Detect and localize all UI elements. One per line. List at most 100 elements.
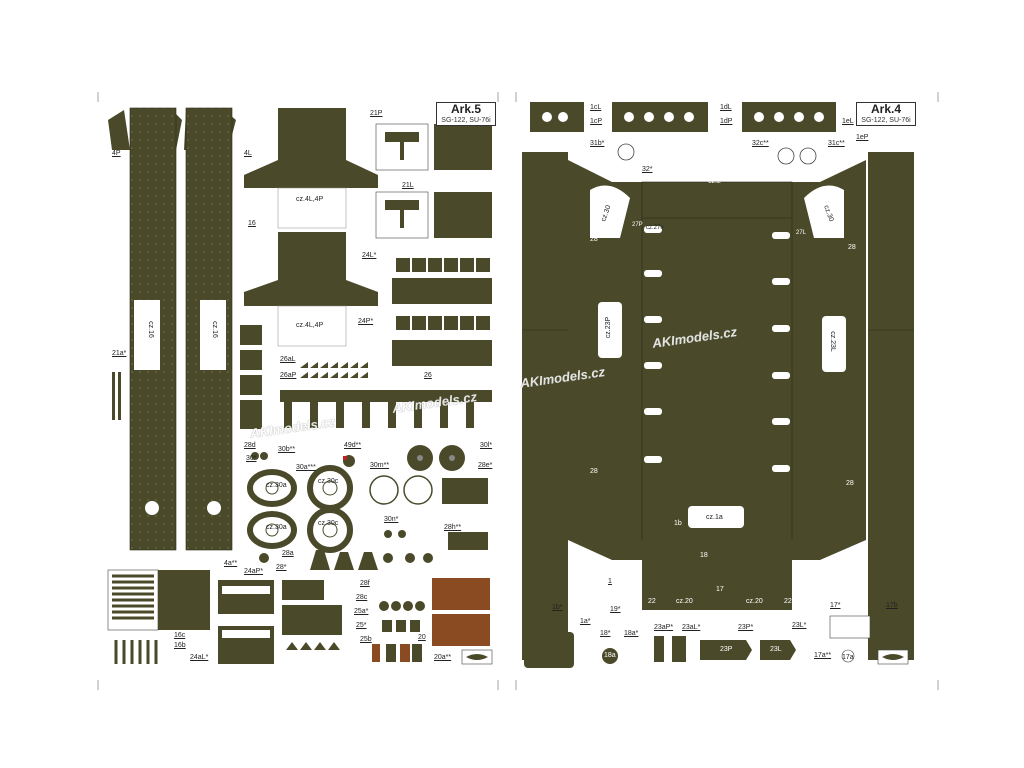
label-19: 19*	[610, 606, 621, 613]
label-25a: 25a*	[354, 608, 369, 615]
label-28c: 28c	[356, 594, 368, 601]
label-28L2: 28	[590, 468, 598, 475]
label-28f: 28f	[360, 580, 370, 587]
sheet-title-left-sub: SG-122, SU-76i	[441, 117, 491, 124]
wheels-group	[247, 445, 488, 553]
label-30a: 30a***	[296, 464, 316, 471]
label-23aL: 23aL*	[682, 624, 701, 631]
label-cz20b: cz.20	[746, 598, 763, 605]
label-26aP: 26aP	[280, 372, 297, 379]
label-cz2: cz.2	[708, 178, 721, 185]
label-cz23L: cz.23L	[828, 331, 836, 352]
left-sheet	[97, 92, 499, 690]
label-30n: 30n*	[384, 516, 399, 523]
label-32c: 32c**	[752, 140, 769, 147]
label-32: 32*	[642, 166, 653, 173]
label-31c: 31c**	[828, 140, 845, 147]
small-squares	[240, 325, 262, 429]
label-1dL: 1dL	[720, 104, 732, 111]
label-1b: 1b	[674, 520, 682, 527]
label-25b: 25b	[360, 636, 372, 643]
sheet-title-right: Ark.4 SG-122, SU-76i	[856, 102, 916, 126]
label-30b: 30b**	[278, 446, 296, 453]
label-28R1: 28	[848, 244, 856, 251]
label-30m: 30m**	[370, 462, 390, 469]
label-49d: 49d**	[344, 442, 362, 449]
label-24P: 24P*	[358, 318, 374, 325]
label-28L1: 28	[590, 236, 598, 243]
label-27L: 27L	[796, 230, 807, 236]
grille-4a	[107, 569, 210, 664]
label-cz30a-a: cz.30a	[266, 482, 287, 489]
right-sheet	[515, 92, 939, 690]
label-1b-star: 1b*	[552, 604, 563, 611]
label-cz27e: cz.27e	[646, 225, 664, 231]
label-26: 26	[424, 372, 432, 379]
label-16: 16	[248, 220, 256, 227]
label-26aL: 26aL	[280, 356, 296, 363]
label-17a-star: 17a**	[814, 652, 832, 659]
side-panel-4P	[108, 107, 182, 551]
label-cz4L4P-b: cz.4L,4P	[296, 322, 324, 329]
label-28a: 28a	[282, 550, 294, 557]
label-4a: 4a**	[224, 560, 238, 567]
label-30: 30*	[246, 455, 257, 462]
label-30l: 30l*	[480, 442, 493, 449]
label-21a: 21a*	[112, 350, 127, 357]
label-cz23P: cz.23P	[605, 316, 613, 339]
side-panel-4L	[184, 107, 236, 551]
sheet-title-right-name: Ark.4	[870, 102, 902, 116]
comb-26	[280, 390, 492, 428]
label-27P: 27P	[632, 222, 643, 228]
label-28: 28*	[276, 564, 287, 571]
label-23L-inner: 23L	[770, 646, 782, 653]
hull-main	[568, 160, 866, 560]
label-17a: 17a	[842, 654, 854, 661]
label-28d: 28d	[244, 442, 256, 449]
label-22a: 22	[648, 598, 656, 605]
label-18-star: 18*	[600, 630, 611, 637]
label-18a: 18a*	[624, 630, 639, 637]
label-20a: 20a**	[434, 654, 452, 661]
label-1: 1	[608, 578, 612, 585]
label-23aP: 23aP*	[654, 624, 674, 631]
label-23P: 23P*	[738, 624, 754, 631]
label-17: 17	[716, 586, 724, 593]
label-cz30c-b: cz.30c	[318, 520, 339, 527]
label-24aP: 24aP*	[244, 568, 264, 575]
label-17b: 17b	[886, 602, 898, 609]
label-cz30c-a: cz.30c	[318, 478, 339, 485]
hood-upper	[244, 108, 378, 229]
label-23P-inner: 23P	[720, 646, 733, 653]
label-31b: 31b*	[590, 140, 605, 147]
label-22b: 22	[784, 598, 792, 605]
label-21P: 21P	[370, 110, 383, 117]
label-23L: 23L*	[792, 622, 807, 629]
label-28e: 28e*	[478, 462, 493, 469]
label-18: 18	[700, 552, 708, 559]
label-21L: 21L	[402, 182, 414, 189]
sheet-title-right-sub: SG-122, SU-76i	[861, 117, 911, 124]
label-cz16b: cz.16	[210, 321, 218, 338]
label-1a: 1a*	[580, 618, 591, 625]
label-cz30a-b: cz.30a	[266, 524, 287, 531]
sheet-title-left-name: Ark.5	[450, 102, 482, 116]
label-cz4L4P-a: cz.4L,4P	[296, 196, 324, 203]
label-24L: 24L*	[362, 252, 377, 259]
label-1eL: 1eL	[842, 118, 854, 125]
label-cz16a: cz.16	[146, 321, 154, 338]
label-16b: 16b	[174, 642, 186, 649]
sheet-title-left: Ark.5 SG-122, SU-76i	[436, 102, 496, 126]
label-1cL: 1cL	[590, 104, 602, 111]
label-1cP: 1cP	[590, 118, 603, 125]
label-cz20a: cz.20	[676, 598, 693, 605]
label-18a-inner: 18a	[604, 652, 616, 659]
label-25: 25*	[356, 622, 367, 629]
label-1dP: 1dP	[720, 118, 733, 125]
label-24aL: 24aL*	[190, 654, 209, 661]
label-4P: 4P	[112, 150, 121, 157]
label-4L: 4L	[244, 150, 252, 157]
hub-row	[259, 550, 433, 570]
